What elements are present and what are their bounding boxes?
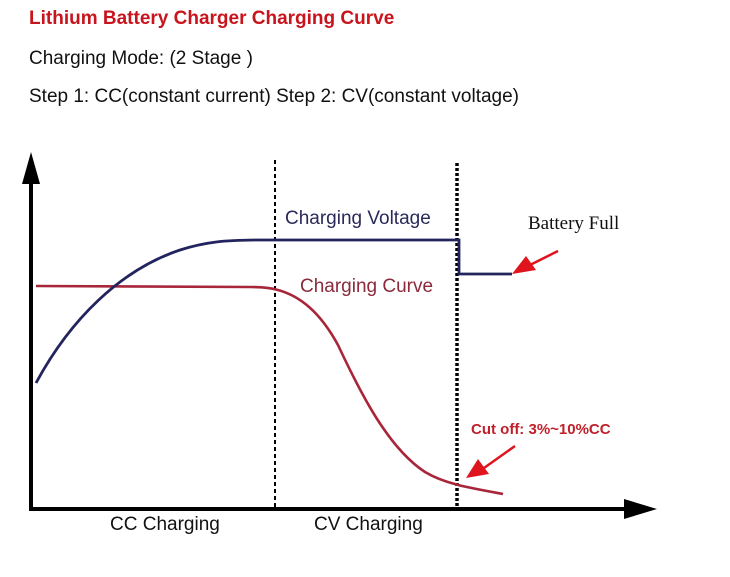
cutoff-arrow-icon	[466, 444, 516, 478]
charging-voltage-line	[34, 238, 512, 384]
charging-current-line	[35, 284, 504, 496]
axes	[22, 152, 657, 519]
charging-curve-label: Charging Curve	[300, 276, 434, 297]
charging-mode-text: Charging Mode: (2 Stage )	[29, 48, 253, 69]
y-axis-arrow-icon	[22, 152, 40, 184]
battery-full-arrow-icon	[512, 249, 559, 274]
page-title: Lithium Battery Charger Charging Curve	[29, 8, 395, 29]
charging-steps-text: Step 1: CC(constant current) Step 2: CV(…	[29, 86, 520, 107]
charging-voltage-label: Charging Voltage	[285, 208, 431, 229]
x-axis-arrow-icon	[624, 499, 657, 519]
cc-charging-label: CC Charging	[110, 514, 220, 535]
cutoff-label: Cut off: 3%~10%CC	[471, 421, 611, 438]
battery-full-label: Battery Full	[528, 213, 620, 234]
cv-charging-label: CV Charging	[314, 514, 423, 535]
